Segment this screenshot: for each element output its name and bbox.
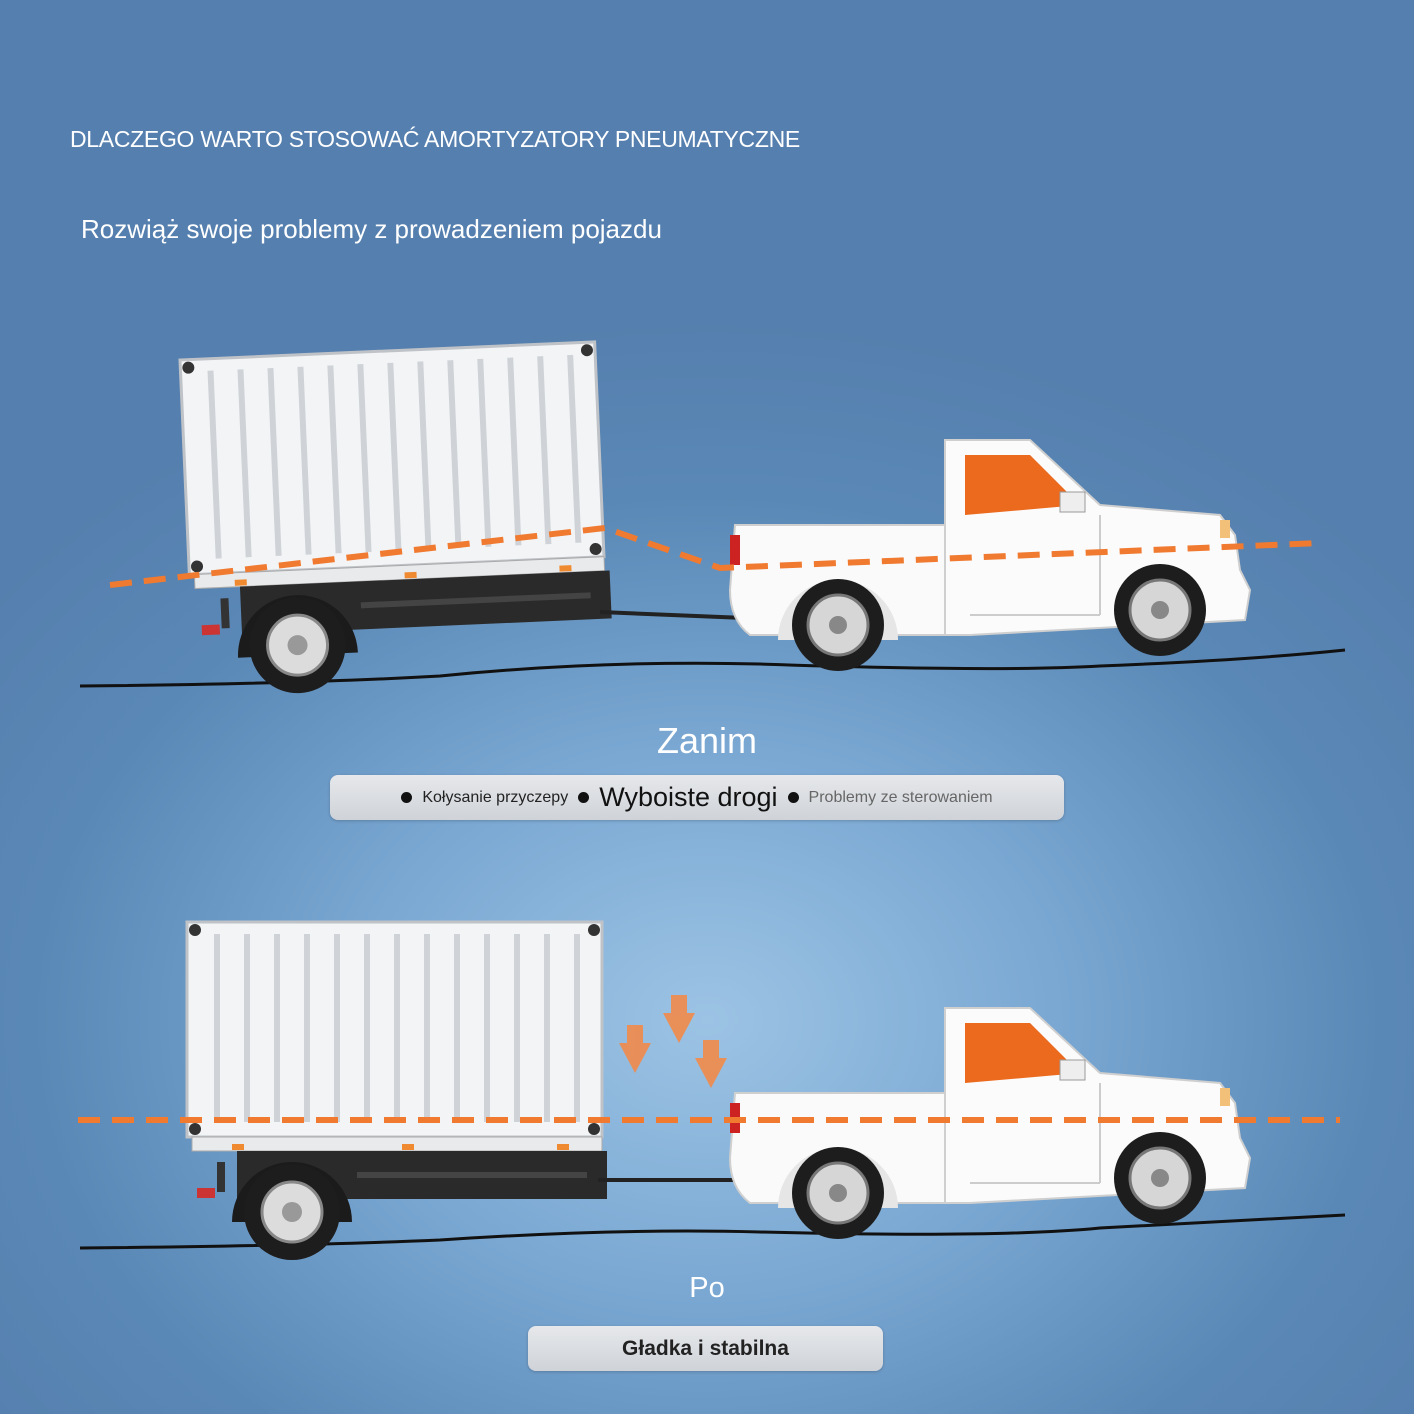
bullet-icon: [787, 792, 799, 803]
road-after: [79, 1213, 1346, 1250]
problem-item: Wyboiste drogi: [599, 782, 778, 812]
bullet-icon: [401, 792, 413, 803]
page-subtitle: Rozwiąż swoje problemy z prowadzeniem po…: [81, 214, 662, 244]
problem-item: Kołysanie przyczepy: [422, 788, 569, 806]
before-label: Zanim: [656, 720, 758, 761]
after-label: Po: [689, 1272, 725, 1304]
before-problems-pill: Kołysanie przyczepy Wyboiste drogi Probl…: [330, 775, 1064, 820]
level-line-before: [109, 524, 1321, 588]
problem-item: Problemy ze sterowaniem: [808, 788, 993, 806]
down-arrows-icon: [619, 995, 727, 1088]
tow-hitch-before: [599, 610, 746, 620]
road-before: [79, 648, 1346, 688]
trailer-after: [187, 922, 607, 1260]
bullet-icon: [578, 792, 590, 803]
page-title: DLACZEGO WARTO STOSOWAĆ AMORTYZATORY PNE…: [70, 126, 800, 152]
pickup-truck-after: [728, 1006, 1252, 1241]
result-text: Gładka i stabilna: [622, 1336, 789, 1360]
after-result-pill: Gładka i stabilna: [528, 1326, 883, 1371]
trailer-before: [180, 342, 614, 698]
